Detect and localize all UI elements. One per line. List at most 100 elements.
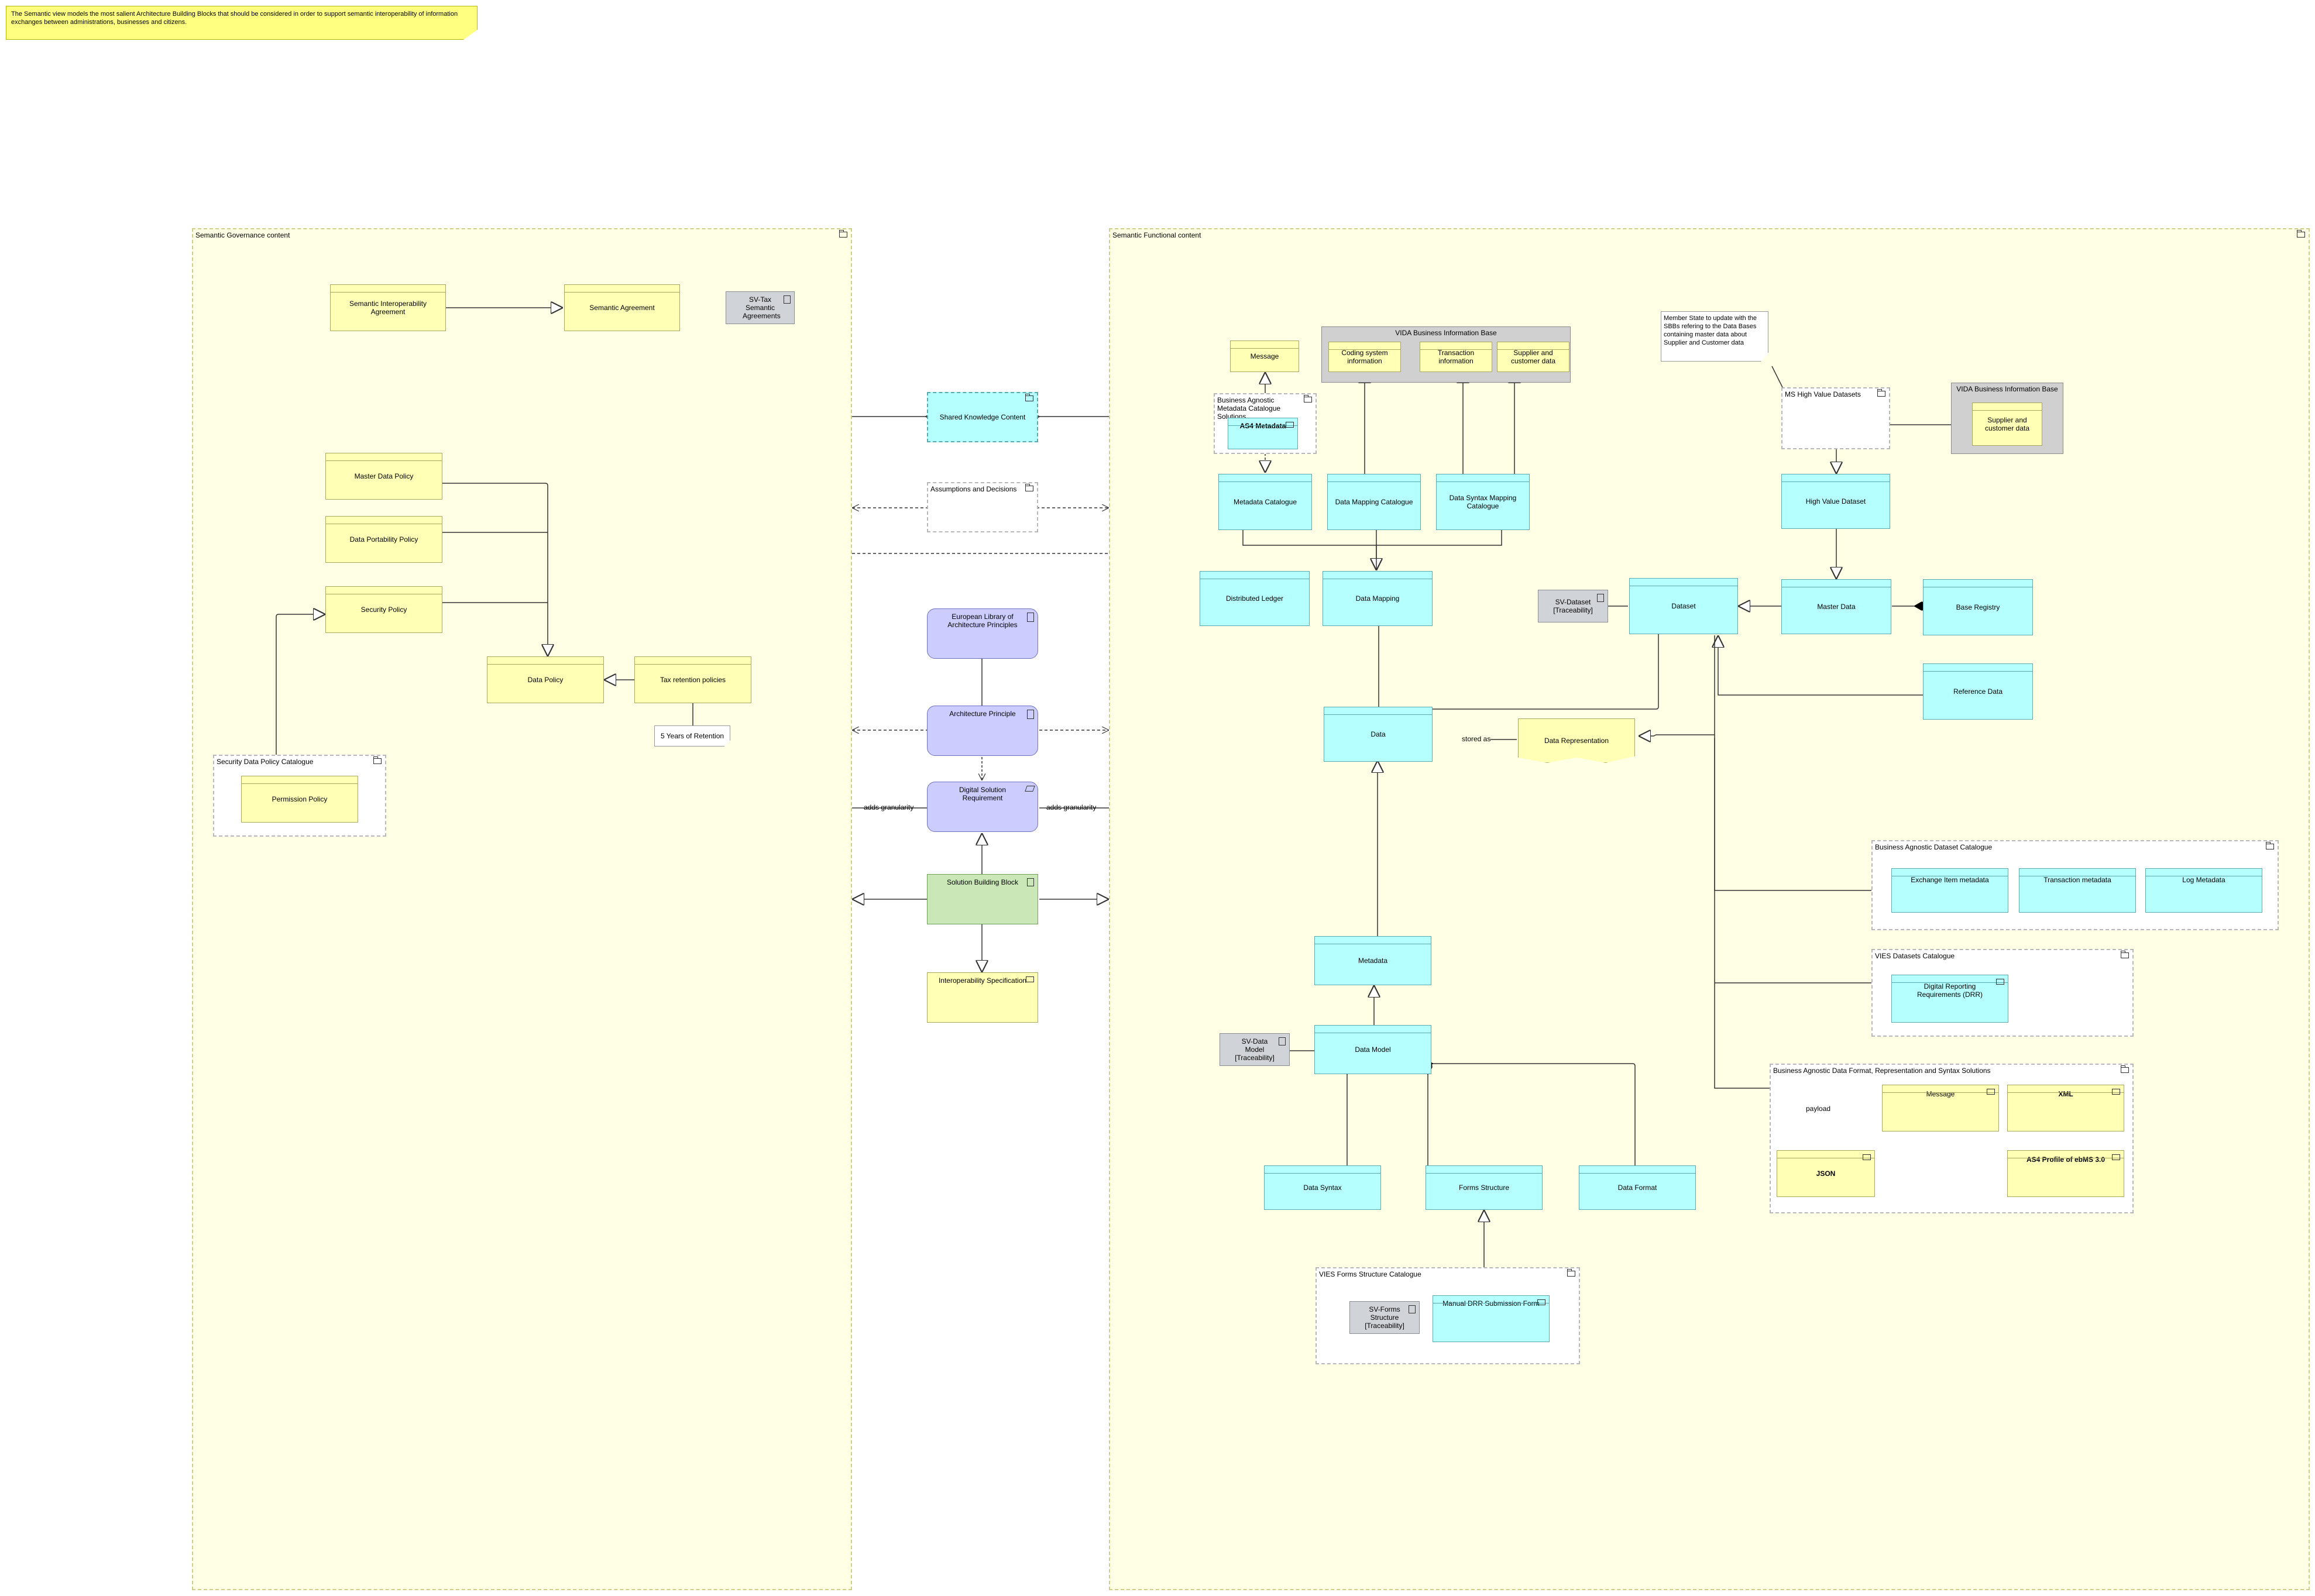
group-label: VIES Forms Structure Catalogue <box>1319 1270 1421 1278</box>
interoperability-specification[interactable]: Interoperability Specification <box>927 972 1038 1023</box>
data-mapping[interactable]: Data Mapping <box>1323 571 1433 626</box>
node-label: Solution Building Block <box>946 878 1019 886</box>
sv-forms-structure-traceability[interactable]: SV-Forms Structure [Traceability] <box>1349 1301 1420 1334</box>
sv-tax-semantic-agreements[interactable]: SV-Tax Semantic Agreements <box>726 291 795 324</box>
component-icon <box>1286 422 1294 428</box>
reference-data[interactable]: Reference Data <box>1923 663 2033 720</box>
folder-icon <box>1567 1269 1575 1277</box>
group-label: VIDA Business Information Base <box>1956 385 2058 393</box>
transaction-information[interactable]: Transaction information <box>1420 342 1492 372</box>
group-label: MS High Value Datasets <box>1785 390 1861 398</box>
data-policy[interactable]: Data Policy <box>487 656 604 703</box>
as4-metadata[interactable]: AS4 Metadata <box>1228 418 1298 449</box>
group-label: Semantic Functional content <box>1112 231 1201 239</box>
component-icon <box>2112 1154 2120 1160</box>
group-label: VIDA Business Information Base <box>1395 329 1497 337</box>
data-portability-policy[interactable]: Data Portability Policy <box>325 516 442 563</box>
permission-policy[interactable]: Permission Policy <box>241 776 358 823</box>
deliverable-icon <box>1027 878 1034 886</box>
sv-dataset-traceability[interactable]: SV-Dataset [Traceability] <box>1538 590 1608 622</box>
architecture-principle[interactable]: Architecture Principle <box>927 706 1038 756</box>
folder-icon <box>1304 395 1312 403</box>
digital-reporting-requirements[interactable]: Digital Reporting Requirements (DRR) <box>1891 975 2008 1023</box>
shared-knowledge-content[interactable]: Shared Knowledge Content <box>927 392 1038 442</box>
node-label: Message <box>1926 1090 1955 1098</box>
solution-building-block[interactable]: Solution Building Block <box>927 874 1038 924</box>
viewpoint-icon <box>1409 1305 1416 1313</box>
coding-system-information[interactable]: Coding system information <box>1328 342 1401 372</box>
adds-granularity-label-right: adds granularity <box>1046 803 1097 811</box>
data-syntax[interactable]: Data Syntax <box>1264 1165 1381 1210</box>
security-policy[interactable]: Security Policy <box>325 586 442 633</box>
node-label: SV-Data Model [Traceability] <box>1235 1037 1275 1062</box>
master-data[interactable]: Master Data <box>1781 579 1891 634</box>
data-syntax-mapping-catalogue[interactable]: Data Syntax Mapping Catalogue <box>1436 474 1530 530</box>
log-metadata[interactable]: Log Metadata <box>2145 868 2262 913</box>
node-label: SV-Dataset [Traceability] <box>1553 598 1593 614</box>
data-representation[interactable]: Data Representation <box>1518 718 1635 763</box>
supplier-customer-data-2[interactable]: Supplier and customer data <box>1972 403 2042 446</box>
group-label: Business Agnostic Metadata Catalogue Sol… <box>1217 396 1281 421</box>
metadata[interactable]: Metadata <box>1314 936 1431 985</box>
as4-profile-ebms[interactable]: AS4 Profile of ebMS 3.0 <box>2007 1150 2124 1197</box>
group-label: VIES Datasets Catalogue <box>1875 952 1955 960</box>
tax-retention-policies[interactable]: Tax retention policies <box>634 656 751 703</box>
description-note: The Semantic view models the most salien… <box>6 6 478 40</box>
forms-structure[interactable]: Forms Structure <box>1426 1165 1543 1210</box>
message[interactable]: Message <box>1882 1085 1999 1131</box>
retention-note: 5 Years of Retention <box>654 725 730 747</box>
high-value-dataset[interactable]: High Value Dataset <box>1781 474 1890 529</box>
european-library-principles[interactable]: European Library of Architecture Princip… <box>927 608 1038 659</box>
folder-icon <box>373 756 382 764</box>
transaction-metadata[interactable]: Transaction metadata <box>2019 868 2136 913</box>
component-icon <box>1863 1154 1871 1160</box>
component-icon <box>1987 1089 1995 1095</box>
sv-data-model-traceability[interactable]: SV-Data Model [Traceability] <box>1220 1033 1290 1066</box>
manual-drr-submission-form[interactable]: Manual DRR Submission Form <box>1433 1295 1550 1342</box>
group-label: Security Data Policy Catalogue <box>217 758 314 766</box>
folder-icon <box>1025 484 1033 491</box>
json[interactable]: JSON <box>1777 1150 1875 1197</box>
exchange-item-metadata[interactable]: Exchange Item metadata <box>1891 868 2008 913</box>
group-label: Business Agnostic Data Format, Represent… <box>1773 1067 1991 1075</box>
node-label: Manual DRR Submission Form <box>1442 1299 1540 1308</box>
base-registry[interactable]: Base Registry <box>1923 579 2033 635</box>
data-format[interactable]: Data Format <box>1579 1165 1696 1210</box>
data-object-icon <box>1996 979 2004 985</box>
folder-icon <box>1025 394 1033 401</box>
semantic-governance-group[interactable]: Semantic Governance content <box>192 228 852 1590</box>
data-mapping-catalogue[interactable]: Data Mapping Catalogue <box>1327 474 1421 530</box>
master-data-policy[interactable]: Master Data Policy <box>325 453 442 500</box>
metadata-catalogue[interactable]: Metadata Catalogue <box>1218 474 1312 530</box>
group-label: Semantic Governance content <box>195 231 290 239</box>
node-label: SV-Tax Semantic Agreements <box>743 295 781 320</box>
assumptions-and-decisions[interactable]: Assumptions and Decisions <box>927 482 1038 532</box>
node-label: Architecture Principle <box>949 710 1016 718</box>
digital-solution-requirement[interactable]: Digital Solution Requirement <box>927 782 1038 832</box>
component-icon <box>2112 1089 2120 1095</box>
data-model[interactable]: Data Model <box>1314 1025 1431 1074</box>
folder-icon <box>1877 389 1885 397</box>
dataset[interactable]: Dataset <box>1629 578 1738 634</box>
viewpoint-icon <box>1279 1037 1286 1045</box>
data[interactable]: Data <box>1324 707 1433 762</box>
data-object-icon <box>1537 1299 1545 1305</box>
semantic-interop-agreement[interactable]: Semantic Interoperability Agreement <box>330 284 446 331</box>
node-label: Digital Reporting Requirements (DRR) <box>1916 982 1983 999</box>
node-label: European Library of Architecture Princip… <box>947 613 1018 629</box>
distributed-ledger[interactable]: Distributed Ledger <box>1200 571 1310 626</box>
node-label: AS4 Metadata <box>1239 422 1286 430</box>
ms-high-value-datasets[interactable]: MS High Value Datasets <box>1781 387 1890 449</box>
principle-icon <box>1027 710 1034 719</box>
xml[interactable]: XML <box>2007 1085 2124 1131</box>
principle-icon <box>1027 613 1034 622</box>
viewpoint-icon <box>784 295 791 304</box>
semantic-agreement[interactable]: Semantic Agreement <box>564 284 680 331</box>
node-label: Shared Knowledge Content <box>939 413 1026 421</box>
adds-granularity-label-left: adds granularity <box>864 803 914 811</box>
supplier-customer-data[interactable]: Supplier and customer data <box>1497 342 1569 372</box>
node-label: AS4 Profile of ebMS 3.0 <box>2026 1155 2106 1164</box>
message-top[interactable]: Message <box>1230 340 1299 372</box>
viewpoint-icon <box>1597 594 1604 602</box>
folder-icon <box>2297 230 2305 238</box>
